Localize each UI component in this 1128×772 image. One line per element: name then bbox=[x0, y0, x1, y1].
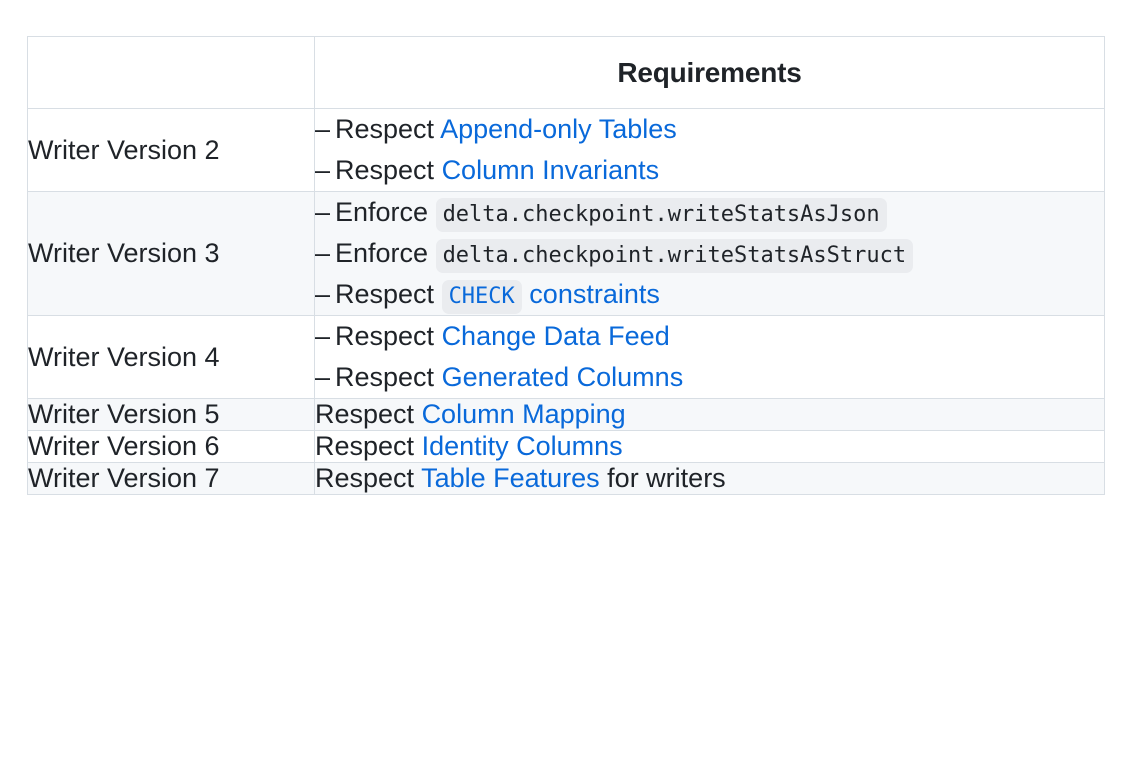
version-cell: Writer Version 7 bbox=[27, 462, 315, 495]
requirement-list: –Respect Change Data Feed–Respect Genera… bbox=[315, 316, 1104, 398]
requirement-link[interactable]: Table Features bbox=[421, 463, 600, 493]
bullet-dash: – bbox=[315, 279, 331, 309]
column-header-version bbox=[27, 36, 315, 109]
requirement-item: –Respect Generated Columns bbox=[315, 357, 1104, 398]
bullet-dash: – bbox=[315, 114, 331, 144]
requirement-verb: Respect bbox=[315, 399, 422, 429]
requirement-link[interactable]: Identity Columns bbox=[421, 431, 623, 461]
requirements-cell: Respect Table Features for writers bbox=[314, 462, 1105, 495]
requirement-verb: Respect bbox=[335, 114, 441, 144]
requirement-verb: Respect bbox=[335, 155, 442, 185]
requirement-link[interactable]: Column Mapping bbox=[421, 399, 626, 429]
requirement-item: –Respect Append-only Tables bbox=[315, 109, 1104, 150]
requirement-link[interactable]: Generated Columns bbox=[441, 362, 684, 392]
requirement-link[interactable]: Change Data Feed bbox=[441, 321, 670, 351]
table-header: Requirements bbox=[27, 36, 1105, 109]
table-header-row: Requirements bbox=[27, 36, 1105, 109]
requirement-link-label[interactable]: constraints bbox=[521, 279, 660, 309]
requirement-list: Respect Column Mapping bbox=[315, 399, 1104, 430]
version-cell: Writer Version 5 bbox=[27, 398, 315, 431]
version-cell: Writer Version 2 bbox=[27, 108, 315, 192]
requirement-item: Respect Identity Columns bbox=[315, 431, 1104, 462]
table-body: Writer Version 2–Respect Append-only Tab… bbox=[27, 108, 1105, 495]
version-cell: Writer Version 6 bbox=[27, 430, 315, 463]
bullet-dash: – bbox=[315, 321, 331, 351]
requirement-verb: Respect bbox=[335, 362, 442, 392]
requirement-verb: Enforce bbox=[335, 238, 436, 268]
requirement-item: Respect Column Mapping bbox=[315, 399, 1104, 430]
config-property-code: delta.checkpoint.writeStatsAsJson bbox=[435, 198, 887, 232]
requirements-cell: Respect Column Mapping bbox=[314, 398, 1105, 431]
requirements-cell: –Respect Append-only Tables–Respect Colu… bbox=[314, 108, 1105, 192]
requirement-link[interactable]: Column Invariants bbox=[441, 155, 660, 185]
requirement-verb: Enforce bbox=[335, 197, 436, 227]
requirement-verb: Respect bbox=[315, 431, 422, 461]
bullet-dash: – bbox=[315, 238, 331, 268]
column-header-requirements: Requirements bbox=[314, 36, 1105, 109]
table-row: Writer Version 4–Respect Change Data Fee… bbox=[27, 315, 1105, 399]
table-row: Writer Version 2–Respect Append-only Tab… bbox=[27, 108, 1105, 192]
requirement-verb: Respect bbox=[335, 279, 442, 309]
bullet-dash: – bbox=[315, 197, 331, 227]
requirement-item: Respect Table Features for writers bbox=[315, 463, 1104, 494]
check-keyword-code[interactable]: CHECK bbox=[441, 280, 522, 314]
requirement-item: –Respect Change Data Feed bbox=[315, 316, 1104, 357]
requirement-list: Respect Table Features for writers bbox=[315, 463, 1104, 494]
requirement-verb: Respect bbox=[315, 463, 422, 493]
version-cell: Writer Version 4 bbox=[27, 315, 315, 399]
requirements-cell: –Enforce delta.checkpoint.writeStatsAsJs… bbox=[314, 191, 1105, 316]
requirement-list: Respect Identity Columns bbox=[315, 431, 1104, 462]
requirement-link[interactable]: CHECK constraints bbox=[441, 279, 660, 314]
requirement-suffix: for writers bbox=[599, 463, 726, 493]
requirements-cell: Respect Identity Columns bbox=[314, 430, 1105, 463]
requirement-item: –Enforce delta.checkpoint.writeStatsAsSt… bbox=[315, 233, 1104, 274]
requirement-item: –Respect CHECK constraints bbox=[315, 274, 1104, 315]
table-row: Writer Version 3–Enforce delta.checkpoin… bbox=[27, 191, 1105, 316]
requirement-list: –Enforce delta.checkpoint.writeStatsAsJs… bbox=[315, 192, 1104, 315]
bullet-dash: – bbox=[315, 362, 331, 392]
requirements-cell: –Respect Change Data Feed–Respect Genera… bbox=[314, 315, 1105, 399]
writer-version-requirements-table: Requirements Writer Version 2–Respect Ap… bbox=[27, 36, 1105, 495]
version-cell: Writer Version 3 bbox=[27, 191, 315, 316]
requirement-item: –Enforce delta.checkpoint.writeStatsAsJs… bbox=[315, 192, 1104, 233]
requirement-list: –Respect Append-only Tables–Respect Colu… bbox=[315, 109, 1104, 191]
config-property-code: delta.checkpoint.writeStatsAsStruct bbox=[435, 239, 914, 273]
requirement-link[interactable]: Append-only Tables bbox=[440, 114, 677, 144]
requirement-item: –Respect Column Invariants bbox=[315, 150, 1104, 191]
bullet-dash: – bbox=[315, 155, 331, 185]
requirement-verb: Respect bbox=[335, 321, 442, 351]
